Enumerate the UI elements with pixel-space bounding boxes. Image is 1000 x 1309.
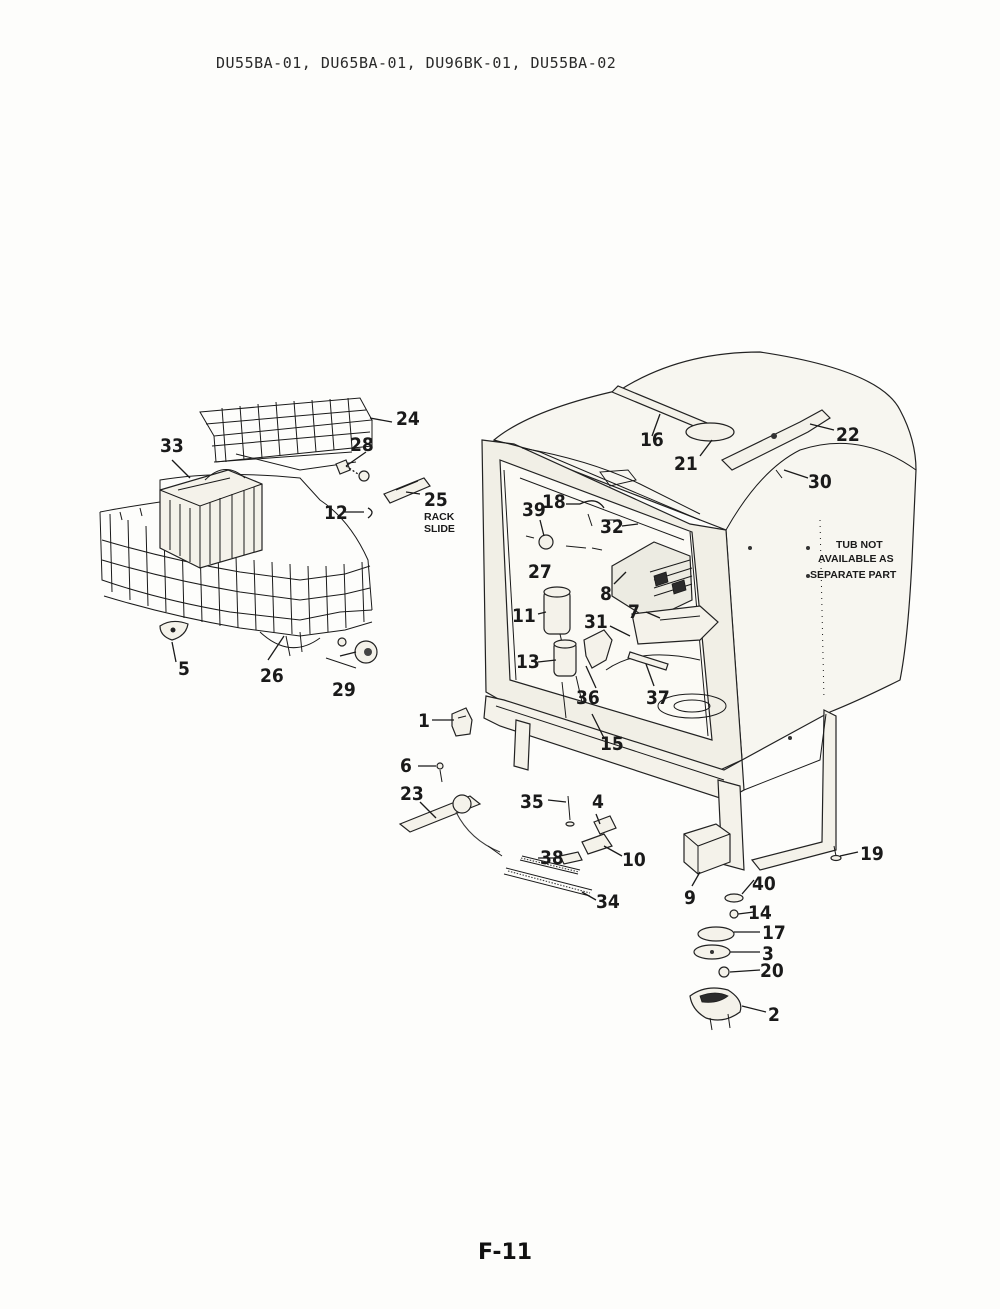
callout-28: 28 [350, 434, 374, 456]
rack-roller [325, 637, 378, 669]
silverware-basket [159, 469, 263, 569]
door-arm [398, 794, 503, 857]
rack-clip [367, 507, 373, 519]
callout-29: 29 [332, 679, 356, 701]
tub-note-line1: TUB NOT [836, 539, 883, 551]
tub-availability-note: TUB NOT AVAILABLE AS SEPARATE PART [810, 539, 897, 581]
spring-cable [503, 855, 593, 897]
tub-note-line2: AVAILABLE AS [818, 553, 894, 565]
callout-27: 27 [528, 561, 552, 583]
callout-30: 30 [808, 471, 832, 493]
callout-18: 18 [542, 491, 566, 513]
callout-35: 35 [520, 791, 544, 813]
callout-19: 19 [860, 843, 884, 865]
leader-lines [171, 413, 859, 1013]
callout-5: 5 [178, 658, 190, 680]
callout-13: 13 [516, 651, 540, 673]
callout-12: 12 [324, 502, 348, 524]
spring-link [559, 851, 583, 865]
rack-slide-note-line2: SLIDE [424, 523, 455, 535]
rack-slide-note: RACK SLIDE [424, 511, 455, 535]
hinge-screw [436, 762, 444, 783]
callout-8: 8 [600, 583, 612, 605]
callout-31: 31 [584, 611, 608, 633]
callout-24: 24 [396, 408, 420, 430]
upper-rack [199, 397, 373, 471]
callout-33: 33 [160, 435, 184, 457]
callout-22: 22 [836, 424, 860, 446]
callout-23: 23 [400, 783, 424, 805]
callout-11: 11 [512, 605, 536, 627]
callout-39: 39 [522, 499, 546, 521]
callout-36: 36 [576, 687, 600, 709]
dishwasher-tub [481, 351, 917, 871]
callout-25: 25 [424, 489, 448, 511]
callout-7: 7 [628, 601, 640, 623]
callout-37: 37 [646, 687, 670, 709]
callout-20: 20 [760, 960, 784, 982]
callout-38: 38 [540, 847, 564, 869]
rack-bumper [159, 620, 189, 641]
callout-21: 21 [674, 453, 698, 475]
callout-26: 26 [260, 665, 284, 687]
callout-2: 2 [768, 1004, 780, 1026]
callout-16: 16 [640, 429, 664, 451]
callout-32: 32 [600, 516, 624, 538]
leveling-leg [830, 845, 842, 862]
junction-box [683, 823, 731, 875]
callout-10: 10 [622, 849, 646, 871]
model-numbers-header: DU55BA-01, DU65BA-01, DU96BK-01, DU55BA-… [216, 54, 617, 72]
callout-34: 34 [596, 891, 620, 913]
motor-mount-parts [689, 893, 744, 1031]
callout-40: 40 [752, 873, 776, 895]
door-hinge-bracket [451, 707, 473, 737]
page-number: F-11 [478, 1240, 533, 1265]
lower-rack [99, 473, 373, 657]
callout-labels: 1 2 3 4 5 6 7 8 9 10 11 12 13 14 15 16 1… [160, 408, 884, 1026]
callout-6: 6 [400, 755, 412, 777]
rack-slide-note-line1: RACK [424, 511, 455, 523]
rack-slide [383, 477, 431, 504]
callout-17: 17 [762, 922, 786, 944]
callout-4: 4 [592, 791, 604, 813]
roller-bracket [581, 815, 617, 855]
screw [565, 795, 575, 827]
tub-note-line3: SEPARATE PART [810, 569, 897, 581]
callout-3: 3 [762, 943, 774, 965]
rack-stop [335, 459, 370, 482]
callout-14: 14 [748, 902, 772, 924]
callout-9: 9 [684, 887, 696, 909]
callout-15: 15 [600, 733, 624, 755]
callout-1: 1 [418, 710, 430, 732]
